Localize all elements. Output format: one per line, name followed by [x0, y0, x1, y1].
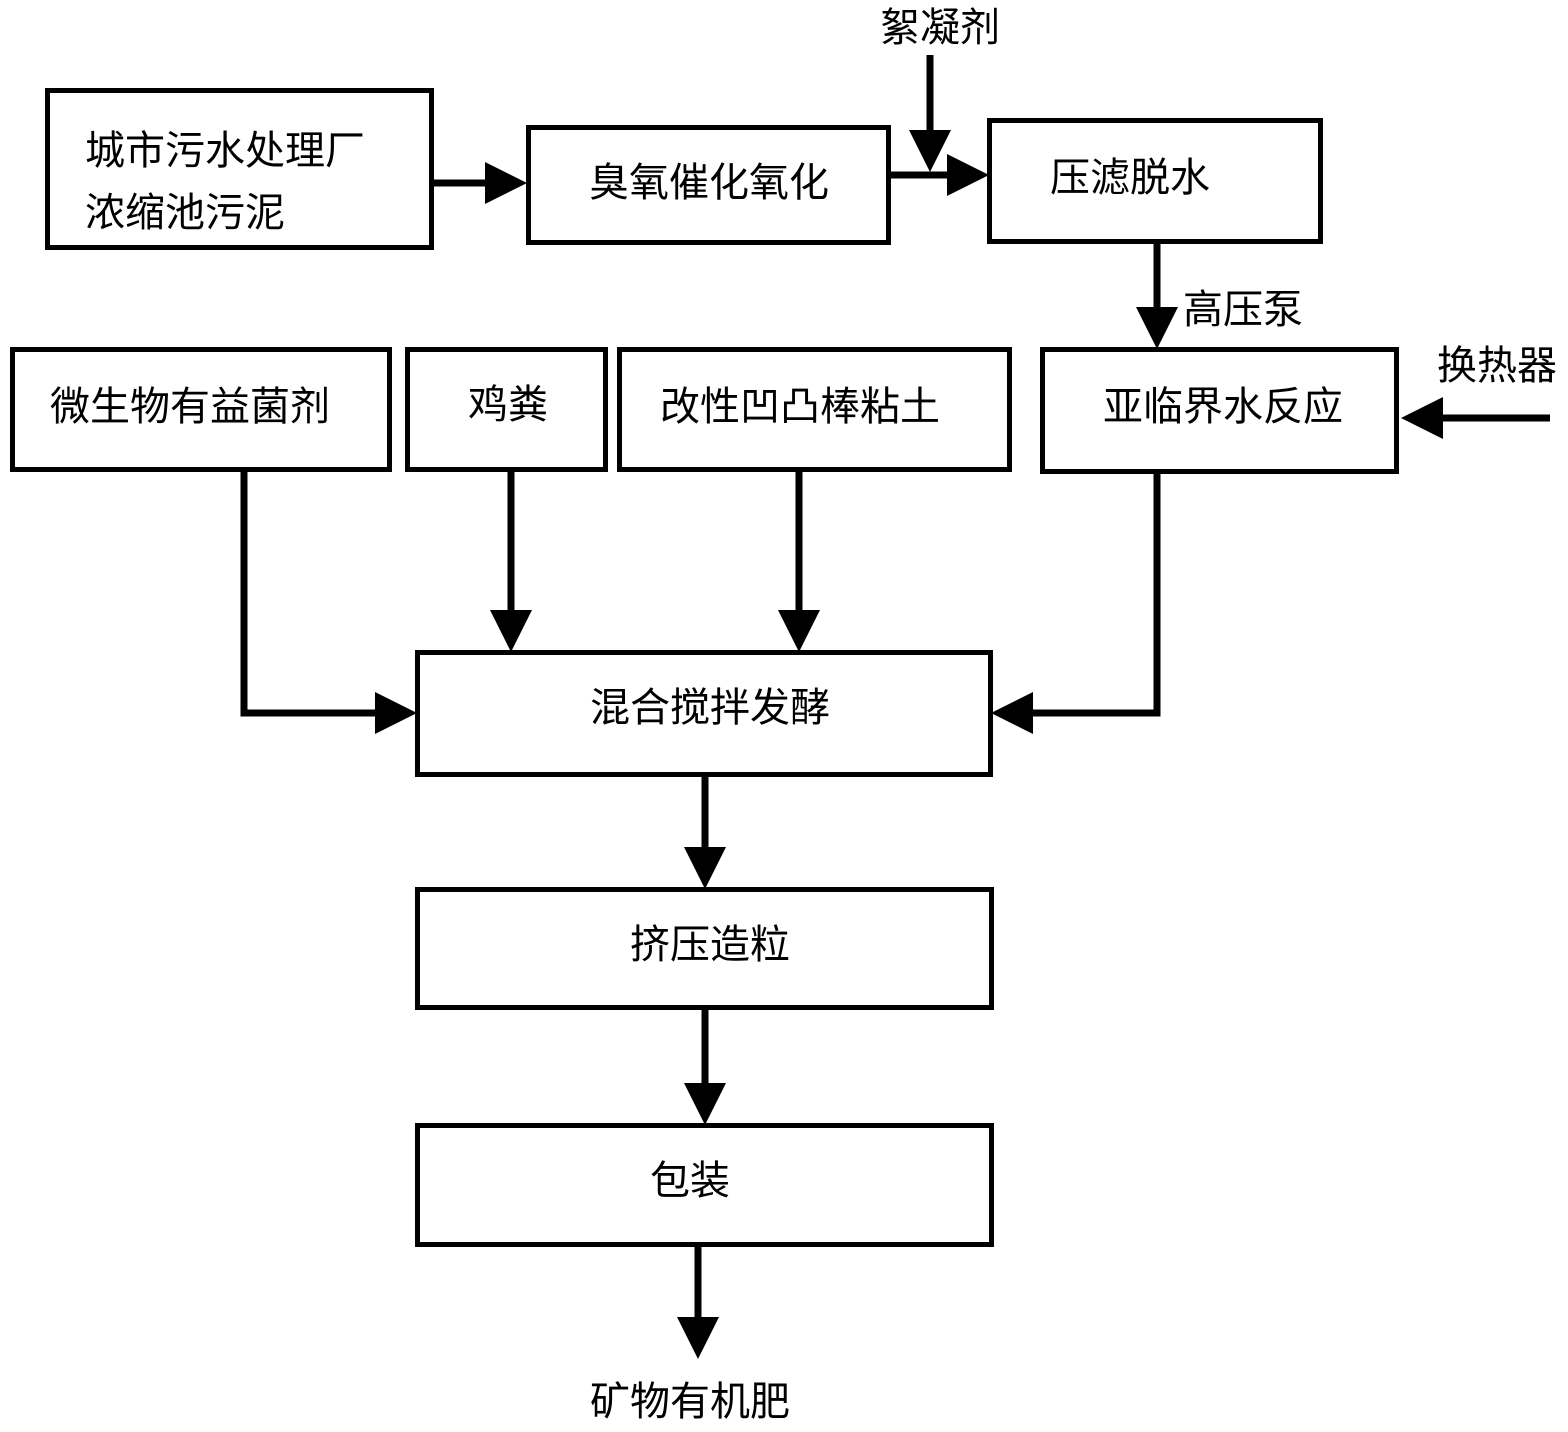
- node-extrude-label: 挤压造粒: [630, 922, 790, 968]
- node-ozone: 臭氧催化氧化: [526, 125, 891, 245]
- node-mix-label: 混合搅拌发酵: [590, 685, 830, 731]
- arrow-microbe-to-mix: [240, 470, 417, 734]
- label-heat-exchanger: 换热器: [1437, 343, 1557, 389]
- node-clay-label: 改性凹凸棒粘土: [660, 384, 940, 430]
- node-mix: 混合搅拌发酵: [415, 650, 993, 777]
- node-press-label: 压滤脱水: [1050, 155, 1210, 201]
- node-ozone-label: 臭氧催化氧化: [589, 160, 829, 206]
- node-press: 压滤脱水: [987, 118, 1323, 244]
- node-sludge-line1: 城市污水处理厂: [85, 128, 365, 174]
- node-subcritical: 亚临界水反应: [1040, 347, 1399, 474]
- label-pump: 高压泵: [1183, 287, 1303, 333]
- node-microbe: 微生物有益菌剂: [10, 347, 392, 472]
- node-sludge: 城市污水处理厂 浓缩池污泥: [45, 88, 434, 250]
- node-subcritical-label: 亚临界水反应: [1103, 384, 1343, 430]
- node-sludge-line2: 浓缩池污泥: [85, 190, 285, 236]
- node-pack: 包装: [415, 1123, 994, 1247]
- node-pack-label: 包装: [650, 1158, 730, 1204]
- node-microbe-label: 微生物有益菌剂: [50, 384, 330, 430]
- node-manure: 鸡粪: [405, 347, 608, 472]
- label-product: 矿物有机肥: [590, 1379, 790, 1425]
- node-clay: 改性凹凸棒粘土: [617, 347, 1012, 472]
- label-flocculant: 絮凝剂: [880, 5, 1000, 51]
- arrow-subcritical-to-mix: [991, 472, 1161, 734]
- node-extrude: 挤压造粒: [415, 887, 994, 1010]
- node-manure-label: 鸡粪: [468, 382, 548, 428]
